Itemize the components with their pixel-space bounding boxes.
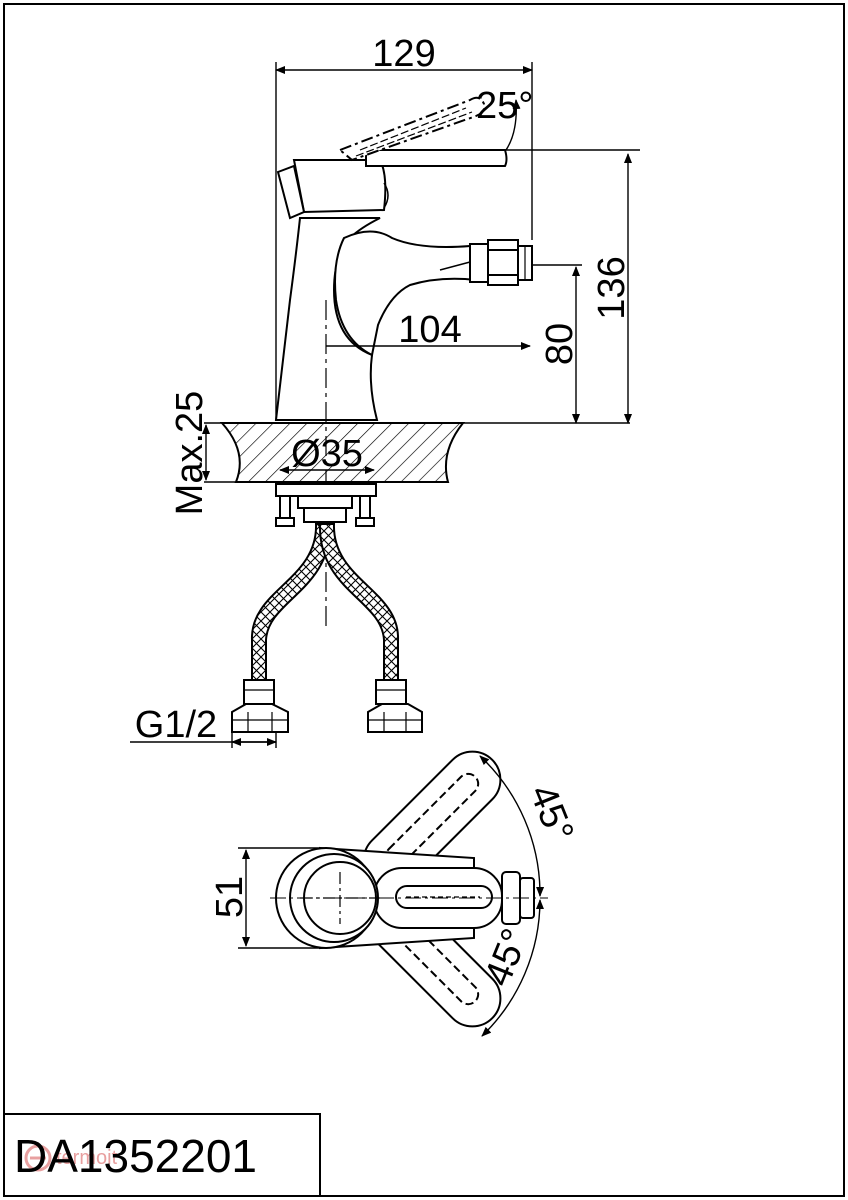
page-border	[3, 3, 845, 1197]
dim-lever-angle: 25°	[476, 85, 533, 127]
dim-spout-reach: 104	[398, 309, 461, 351]
dim-overall-height: 136	[591, 256, 633, 319]
mounting-hardware	[275, 483, 377, 527]
spout-nozzle	[469, 243, 489, 283]
dim-max-deck-thickness: Max.25	[169, 391, 211, 516]
watermark-logo: termoit	[24, 1144, 118, 1172]
dim-swivel-angle-upper: 45°	[521, 779, 581, 848]
top-view	[275, 750, 535, 1028]
side-view-dimension-lines	[130, 62, 640, 748]
aerator	[487, 239, 519, 286]
spout	[334, 230, 478, 357]
lever-handle	[365, 149, 508, 167]
dim-hole-diameter: Ø35	[291, 433, 363, 475]
dim-spout-height: 80	[539, 323, 581, 365]
flexible-hoses	[231, 523, 423, 733]
dim-body-width: 51	[209, 876, 251, 918]
cartridge-housing	[292, 159, 387, 214]
model-code: DA1352201	[14, 1130, 257, 1182]
top-view-dimension-lines	[238, 755, 548, 1037]
title-block	[3, 1113, 321, 1197]
watermark-text: termoit	[56, 1147, 118, 1169]
dim-connection-thread: G1/2	[135, 704, 217, 746]
dim-overall-width: 129	[372, 33, 435, 75]
side-view	[219, 96, 630, 483]
